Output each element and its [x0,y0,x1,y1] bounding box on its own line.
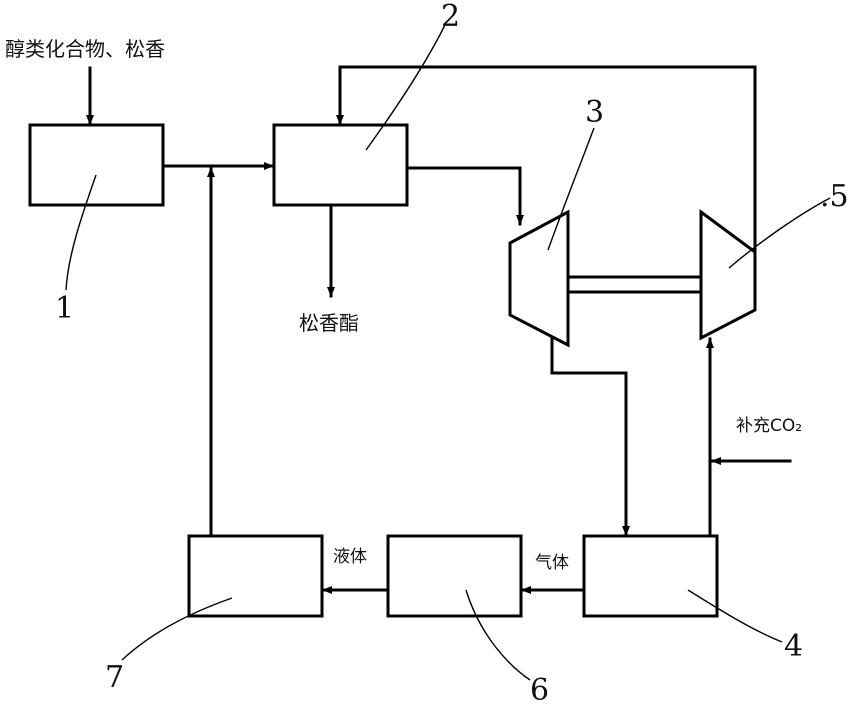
unit-7-box [189,536,322,616]
supplement-co2-label: 补充CO₂ [736,416,802,436]
unit-1-box [30,125,163,205]
callout-number-4: 4 [784,629,803,664]
leader-line-3 [548,128,594,250]
unit-3-trapezoid [510,212,568,345]
flow-2-to-3-arrow [407,168,520,224]
liquid-label: 液体 [333,547,367,567]
unit-6-box [388,536,521,616]
callout-number-6: 6 [530,673,549,705]
unit-2-box [274,125,407,205]
ester-output-label: 松香酯 [299,311,359,335]
unit-4-box [584,536,717,616]
callout-number-5: .5 [820,179,849,214]
callout-number-3: 3 [585,95,604,130]
callout-number-7: 7 [105,660,124,695]
input-label: 醇类化合物、松香 [5,37,165,61]
unit-5-trapezoid [701,212,755,338]
callout-number-1: 1 [55,291,74,326]
gas-label: 气体 [535,553,569,573]
flow-3-to-4-arrow [552,338,626,535]
callout-number-2: 2 [441,0,460,34]
